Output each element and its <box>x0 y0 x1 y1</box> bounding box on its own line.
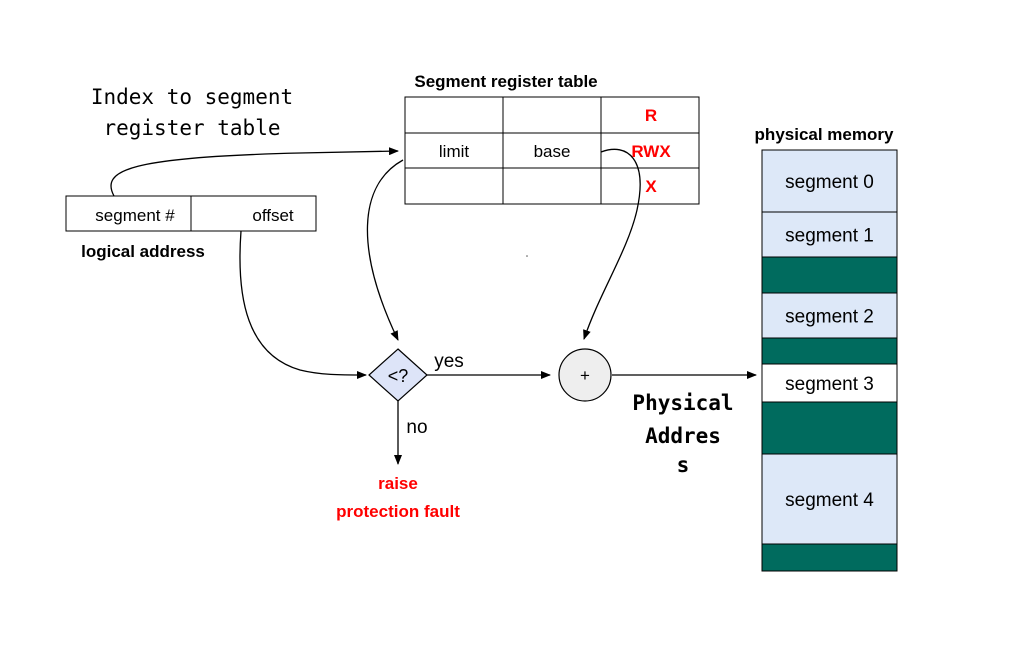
table-cell-x: X <box>645 177 657 196</box>
physical-memory-stack: segment 0 segment 1 segment 2 segment 3 segm… <box>761 149 898 572</box>
table-cell-base: base <box>534 142 571 161</box>
memory-free-block <box>761 337 898 365</box>
memory-segment-label: segment 3 <box>785 374 874 395</box>
memory-segment-block <box>761 292 898 339</box>
table-cell-r: R <box>645 106 657 125</box>
segment-register-table <box>404 96 700 205</box>
stray-dot <box>526 255 528 257</box>
offset-field: offset <box>252 206 294 225</box>
memory-free-block <box>761 256 898 294</box>
annotation-line-2: register table <box>103 116 280 140</box>
no-label: no <box>406 417 427 438</box>
memory-segment-label: segment 1 <box>785 226 874 247</box>
memory-free-block <box>761 401 898 455</box>
fault-line-1: raise <box>378 474 418 493</box>
adder-symbol: + <box>580 366 590 385</box>
table-cell-limit: limit <box>439 142 469 161</box>
physical-address-line-3: s <box>677 453 690 477</box>
segment-number-field: segment # <box>95 206 175 225</box>
memory-segment-block <box>761 149 898 213</box>
adder-circle <box>558 348 612 402</box>
memory-segment-label: segment 0 <box>785 172 874 193</box>
memory-segment-block <box>761 211 898 258</box>
table-cell-rwx: RWX <box>631 142 671 161</box>
annotation-line-1: Index to segment <box>91 85 293 109</box>
memory-segment-label: segment 4 <box>785 490 874 511</box>
offset-arrow <box>239 230 367 379</box>
index-arrow <box>110 147 399 197</box>
physical-address-line-2: Addres <box>645 424 721 448</box>
compare-symbol: <? <box>388 366 409 386</box>
logical-address-caption: logical address <box>81 242 205 261</box>
segment-table-title: Segment register table <box>414 72 597 91</box>
physical-address-line-1: Physical <box>632 391 733 415</box>
fault-line-2: protection fault <box>336 502 460 521</box>
physical-memory-title: physical memory <box>755 125 894 144</box>
memory-free-block <box>761 543 898 572</box>
compare-diamond <box>368 348 428 402</box>
yes-label: yes <box>434 351 464 372</box>
limit-arrow <box>366 159 404 341</box>
logical-address-box <box>65 195 317 232</box>
base-arrow <box>583 148 641 340</box>
memory-segment-block <box>761 363 898 403</box>
memory-segment-label: segment 2 <box>785 307 874 328</box>
